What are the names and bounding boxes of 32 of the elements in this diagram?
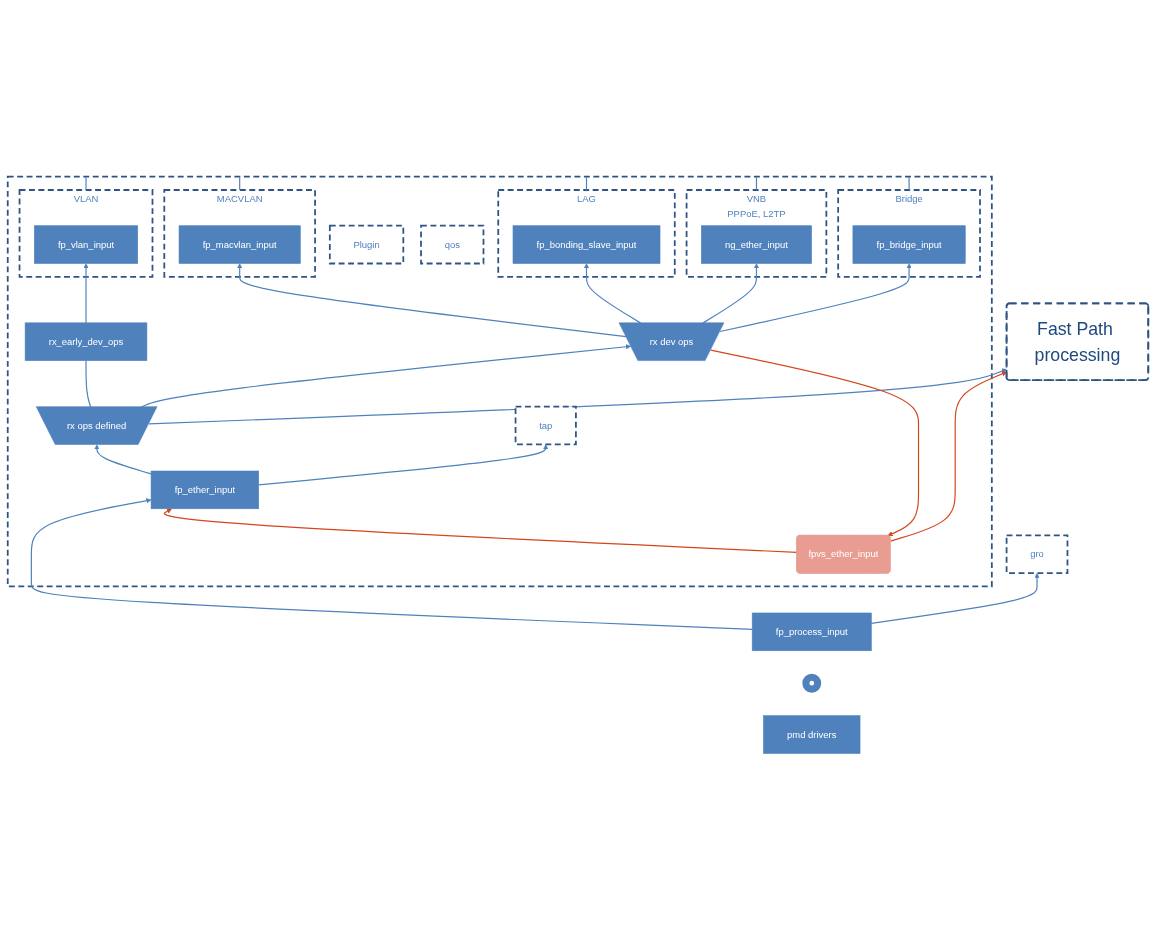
node-box: tap	[514, 406, 577, 446]
node-box: pmd drivers	[763, 715, 861, 755]
node-box: fp_bridge_input	[852, 225, 966, 265]
arrow	[258, 444, 549, 486]
node-circle	[802, 674, 822, 694]
arrow	[702, 263, 760, 325]
arrow	[83, 263, 89, 324]
connector-line	[85, 177, 87, 191]
arrow	[163, 508, 798, 554]
node-box: fp_ether_input	[150, 471, 259, 510]
connector-line	[908, 177, 910, 191]
connector-line	[239, 177, 241, 191]
arrow	[30, 498, 753, 631]
arrow	[583, 263, 642, 325]
node-box: Plugin	[328, 225, 405, 265]
arrow	[719, 263, 912, 333]
arrow	[237, 263, 627, 338]
node-box: ng_ether_input	[701, 225, 812, 265]
node-box: gro	[1005, 534, 1069, 575]
node-box: fp_vlan_input	[34, 225, 138, 265]
node-box: fp_bonding_slave_input	[512, 225, 661, 265]
arrow	[870, 573, 1040, 625]
connector-line	[755, 177, 758, 191]
arrow	[710, 349, 920, 537]
connector-line	[585, 177, 588, 191]
node-box: fp_macvlan_input	[178, 225, 301, 265]
arrow	[94, 444, 152, 475]
node-box: qos	[420, 225, 485, 265]
connector	[85, 360, 92, 408]
node-box: fp_process_input	[751, 613, 872, 652]
node-box: rx_early_dev_ops	[24, 322, 148, 362]
arrow	[140, 344, 632, 408]
